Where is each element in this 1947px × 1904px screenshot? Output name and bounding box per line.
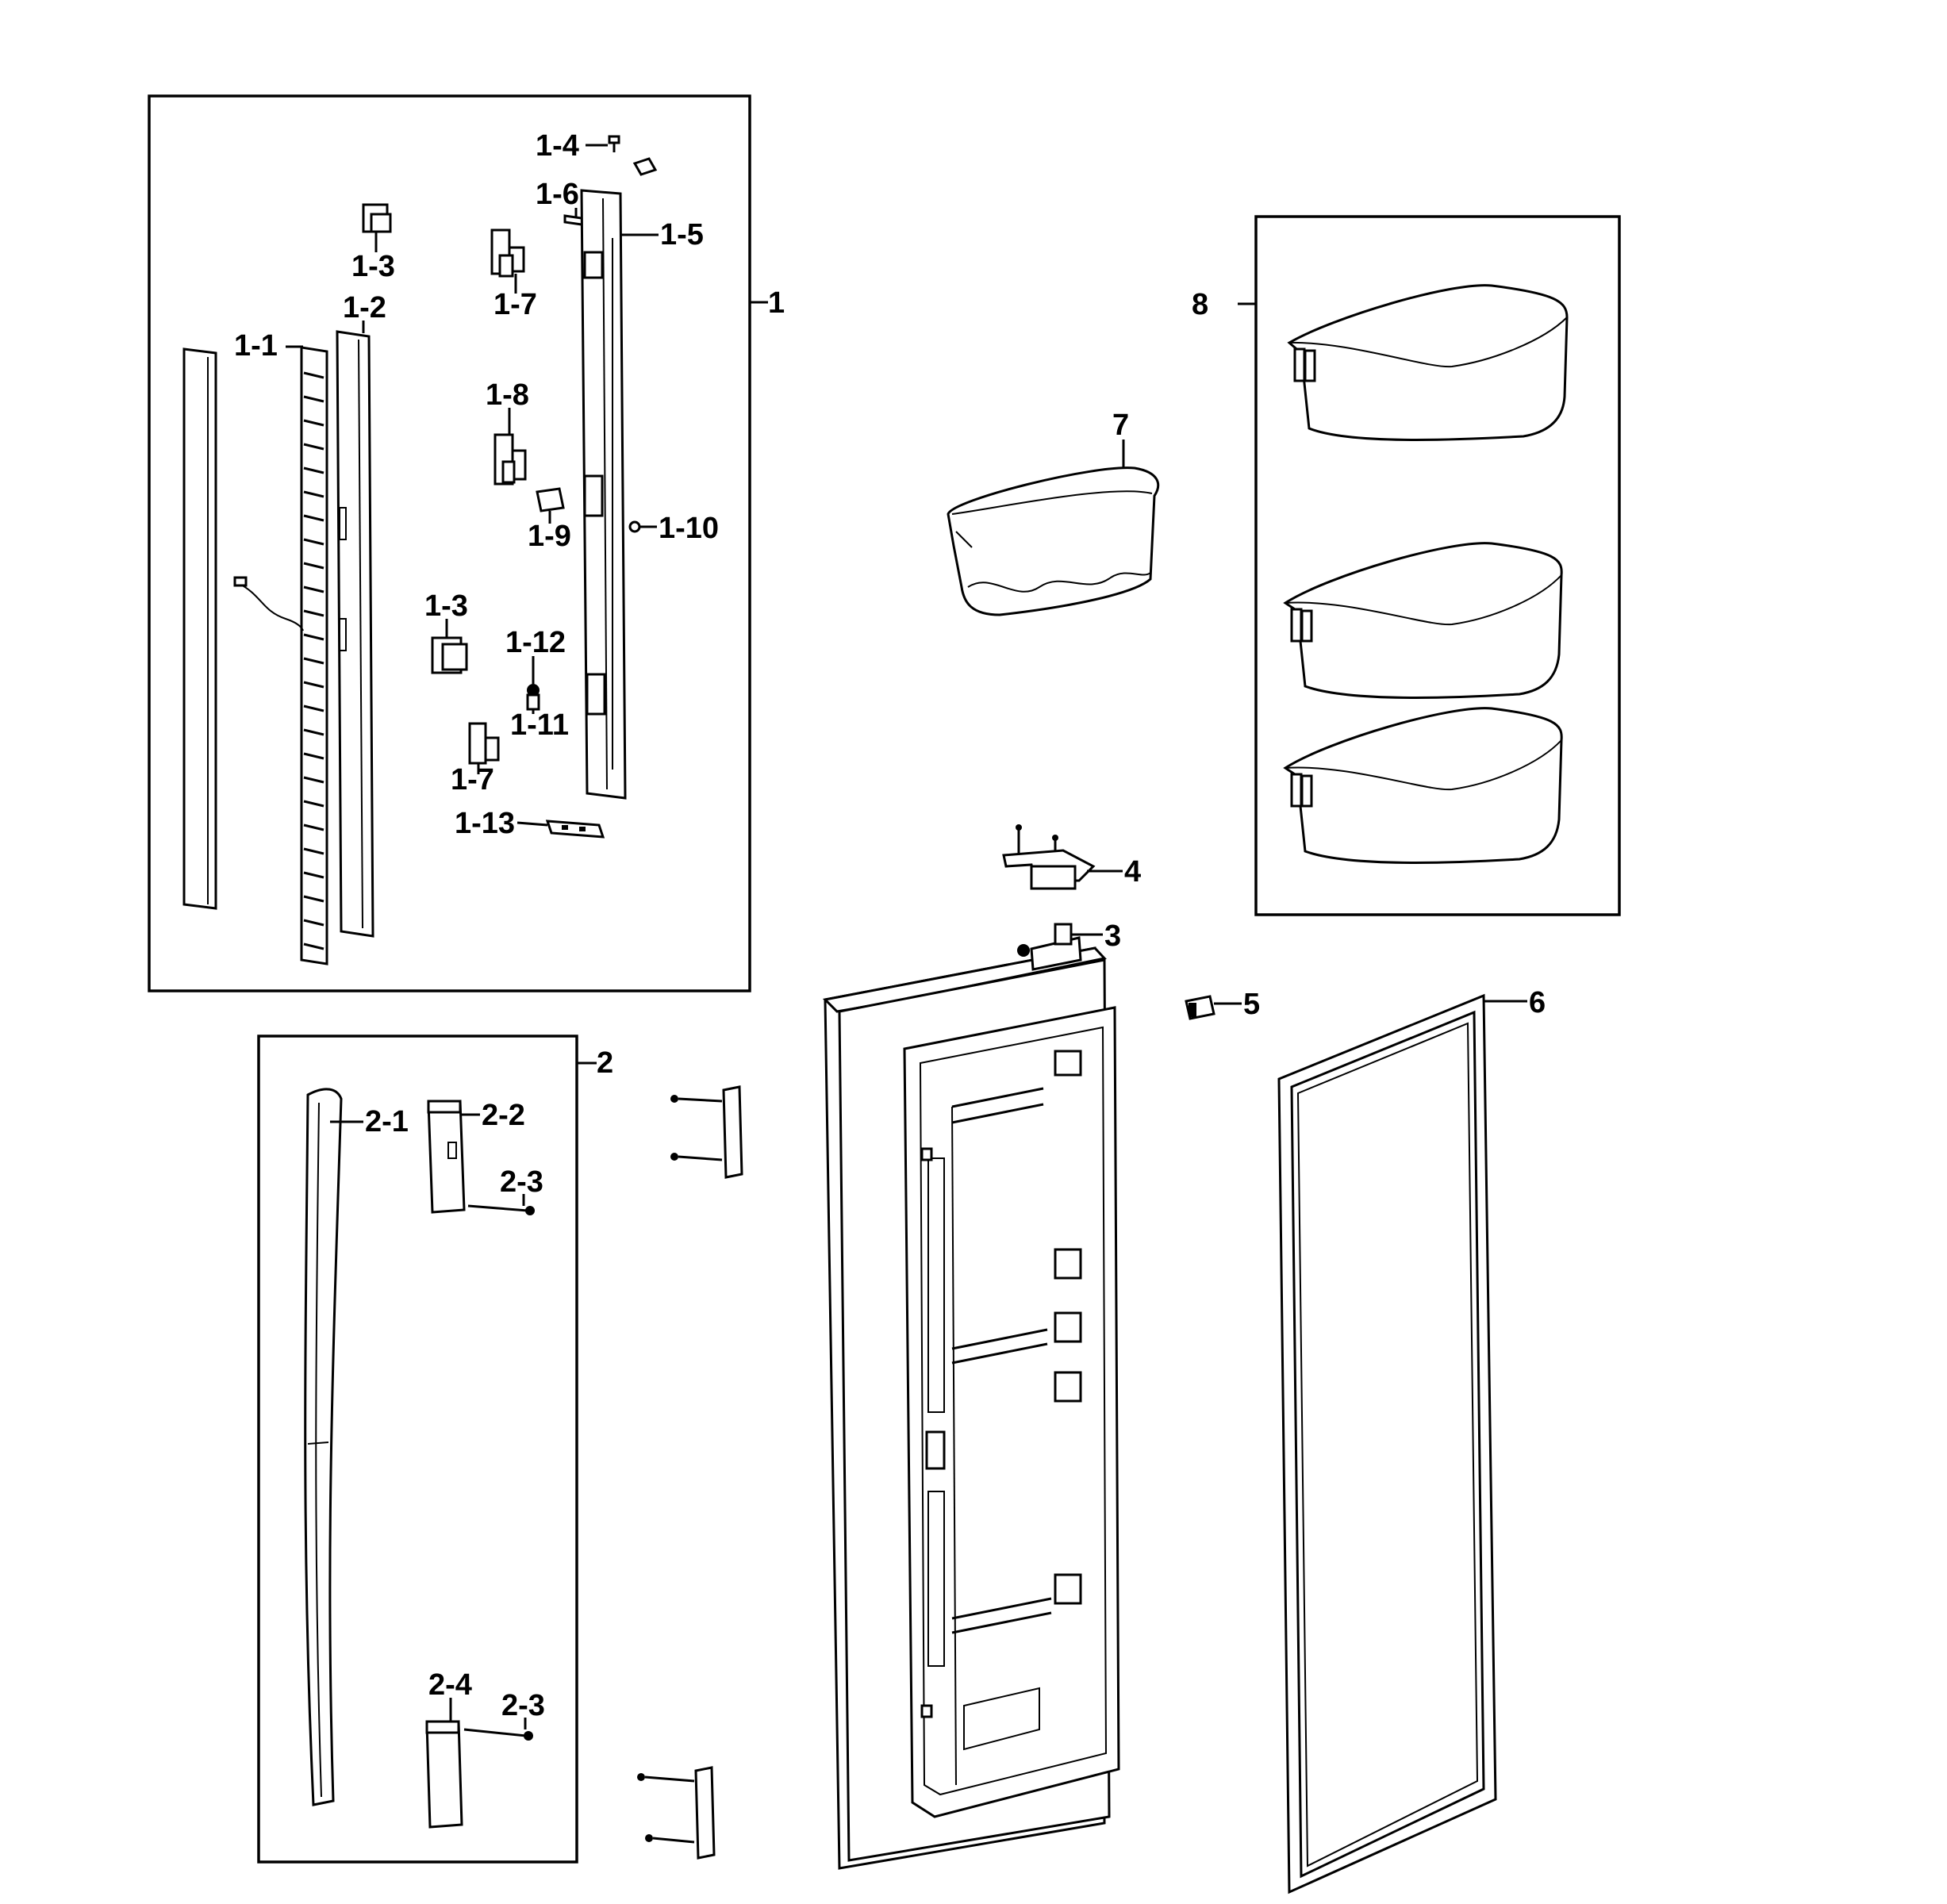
label-1-3-upper: 1-3 [351, 250, 395, 283]
label-1-3-lower: 1-3 [424, 589, 468, 623]
part-2-3-screw-lower [463, 1728, 533, 1741]
part-1-3-clip-lower [431, 636, 468, 674]
label-1-13: 1-13 [455, 807, 515, 840]
label-1-5: 1-5 [660, 218, 704, 251]
label-1-7-lower: 1-7 [451, 763, 494, 797]
part-1-10-screw [628, 520, 641, 533]
part-1-4-screw [608, 135, 658, 176]
label-1-12: 1-12 [505, 626, 566, 659]
part-8-shelf-lower [1283, 707, 1563, 864]
part-2-4-bracket [425, 1720, 463, 1829]
part-door-clip-upper [670, 1085, 743, 1179]
label-1-11: 1-11 [510, 708, 569, 742]
label-1-8: 1-8 [486, 378, 529, 412]
label-2-3-upper: 2-3 [500, 1165, 543, 1199]
part-2-2-bracket [427, 1100, 466, 1214]
label-group-8: 8 [1192, 288, 1208, 321]
label-5: 5 [1243, 988, 1260, 1021]
part-1-7-hinge-lower [468, 722, 500, 765]
part-2-3-screw-upper [467, 1204, 535, 1215]
label-group-1: 1 [768, 286, 785, 320]
part-7-bin [947, 466, 1160, 616]
label-1-6: 1-6 [536, 178, 579, 211]
part-door-clip-lower [637, 1766, 716, 1860]
part-2-1-handle [304, 1088, 343, 1806]
part-1-12-cap [526, 684, 540, 711]
part-1-7-hinge-upper [490, 228, 525, 278]
label-6: 6 [1529, 986, 1546, 1019]
part-6-gasket [1277, 993, 1497, 1894]
part-5-block [1185, 995, 1215, 1020]
part-1-2-frame [336, 330, 374, 938]
part-8-shelf-middle [1283, 542, 1563, 699]
part-1-5-rail [580, 189, 627, 800]
label-3: 3 [1104, 919, 1121, 953]
label-7: 7 [1112, 409, 1129, 442]
label-1-7-upper: 1-7 [493, 288, 537, 321]
part-3-door [822, 923, 1120, 1870]
part-1-9-block [536, 487, 565, 512]
label-1-9: 1-9 [528, 520, 571, 553]
group-2-box [257, 1035, 597, 1864]
label-4: 4 [1124, 855, 1141, 889]
label-group-2: 2 [597, 1046, 613, 1080]
label-1-4: 1-4 [536, 129, 579, 163]
label-1-1: 1-1 [234, 329, 278, 363]
label-2-4: 2-4 [428, 1668, 472, 1702]
label-2-2: 2-2 [482, 1099, 525, 1132]
label-2-3-lower: 2-3 [501, 1689, 545, 1722]
group-8-box [1238, 215, 1621, 916]
part-1-8-hinge [493, 433, 527, 486]
part-1-3-clip-upper [362, 203, 392, 233]
label-2-1: 2-1 [365, 1105, 409, 1138]
part-8-shelf-upper [1287, 284, 1569, 441]
part-4-hinge-bracket [1002, 824, 1096, 890]
group-1-box [148, 94, 768, 992]
label-1-10: 1-10 [659, 512, 719, 545]
label-1-2: 1-2 [343, 291, 386, 324]
part-1-13-bracket [545, 820, 605, 839]
part-1-1-panel [182, 346, 328, 965]
